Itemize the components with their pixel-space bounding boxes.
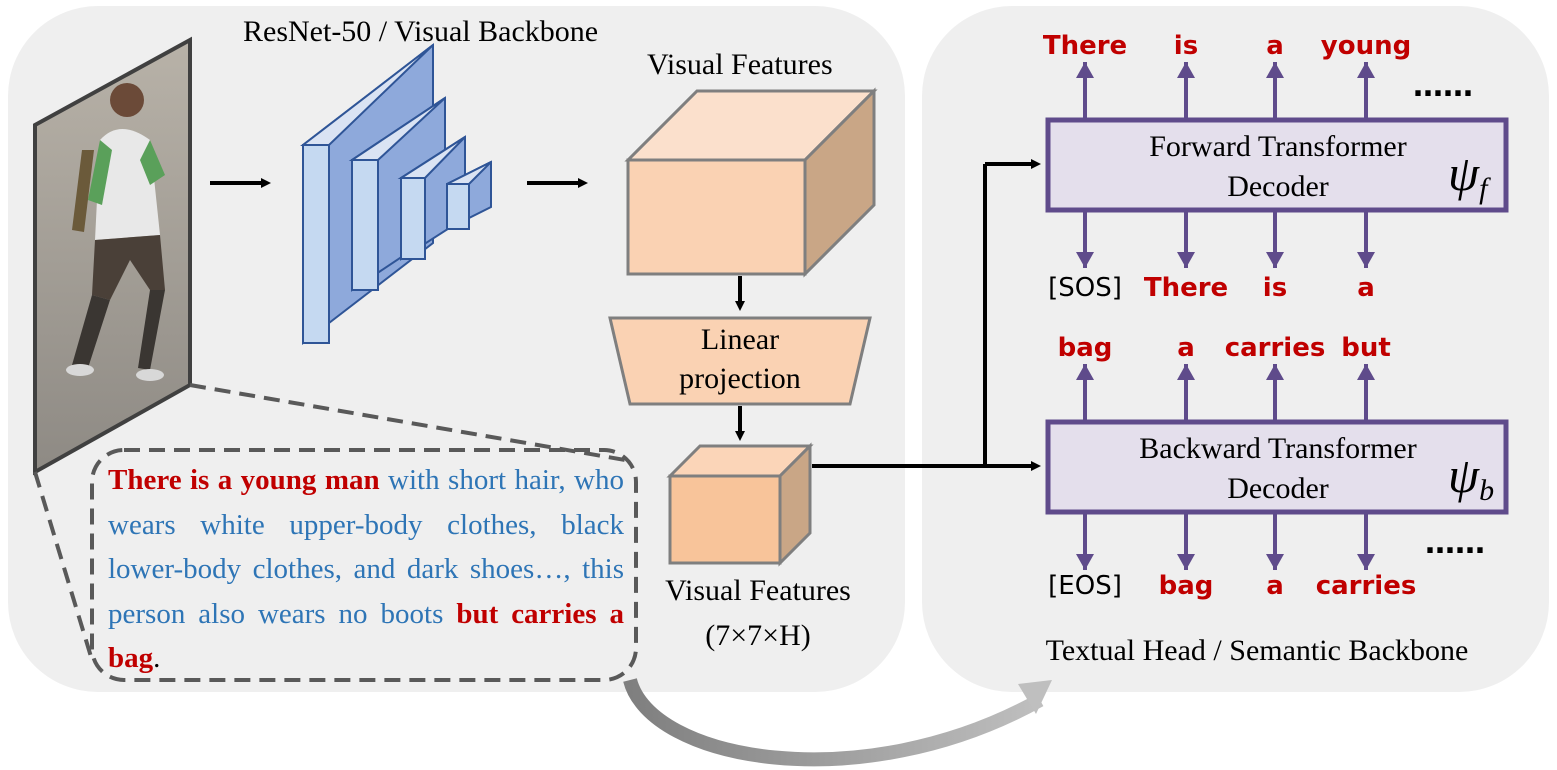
backward-decoder-symbol: ψb <box>1448 447 1494 507</box>
backward-decoder-label-1: Backward Transformer <box>1139 432 1416 465</box>
backward-input-arrow <box>1266 514 1284 570</box>
forward-input-arrow <box>1076 212 1094 268</box>
forward-decoder-label-1: Forward Transformer <box>1149 130 1406 163</box>
forward-output-token: There <box>1043 31 1127 61</box>
backward-output-token: but <box>1341 333 1391 363</box>
pedestrian-image <box>33 36 192 476</box>
projected-features-dims: (7×7×H) <box>705 619 810 652</box>
forward-input-token: is <box>1263 273 1287 303</box>
backward-input-token: bag <box>1159 571 1214 601</box>
backward-output-arrow <box>1076 364 1094 420</box>
forward-decoder-block <box>1045 117 1509 213</box>
forward-input-arrow <box>1177 212 1195 268</box>
projected-features-cube <box>666 442 814 567</box>
caption-highlight-bag: but carries a bag <box>108 597 624 675</box>
backward-input-token: a <box>1266 571 1284 601</box>
caption-period: . <box>153 642 161 674</box>
backward-input-arrow <box>1076 514 1094 570</box>
forward-output-arrow <box>1076 62 1094 118</box>
features-to-decoders-connector <box>812 159 1041 471</box>
backward-output-token: bag <box>1058 333 1113 363</box>
forward-output-token: young <box>1321 31 1411 61</box>
linear-projection-label-2: projection <box>679 362 801 395</box>
forward-output-token: a <box>1266 31 1284 61</box>
backward-output-arrow <box>1357 364 1375 420</box>
backward-decoder-label-2: Decoder <box>1227 472 1329 505</box>
person-description-caption: There is a young man with short hair, wh… <box>90 448 638 678</box>
backward-output-arrow <box>1266 364 1284 420</box>
backward-output-arrow <box>1177 364 1195 420</box>
forward-input-arrow <box>1357 212 1375 268</box>
backward-decoder-block <box>1045 419 1509 515</box>
zoom-line-bottom <box>33 471 94 661</box>
curved-arrow-head <box>1018 680 1052 714</box>
forward-input-token: a <box>1357 273 1375 303</box>
caption-body: with short hair, who wears white upper-b… <box>108 464 624 630</box>
token-layer: There[SOS]bag[EOS]isThereabagaiscarriesa… <box>1043 31 1416 601</box>
backward-input-token: [EOS] <box>1048 571 1122 601</box>
visual-features-title: Visual Features <box>647 48 833 81</box>
linear-projection-label-1: Linear <box>701 323 779 356</box>
forward-input-token: There <box>1144 273 1228 303</box>
projected-features-title: Visual Features <box>665 574 851 607</box>
forward-output-arrow <box>1266 62 1284 118</box>
forward-input-token: [SOS] <box>1048 273 1122 303</box>
forward-ellipsis: …… <box>1413 69 1473 104</box>
forward-input-arrow <box>1266 212 1284 268</box>
forward-decoder-symbol: ψf <box>1448 145 1491 205</box>
forward-output-arrow <box>1357 62 1375 118</box>
backward-output-token: carries <box>1225 333 1326 363</box>
visual-features-cube <box>624 87 878 278</box>
resnet-backbone-blocks <box>300 42 492 346</box>
backward-input-arrow <box>1177 514 1195 570</box>
linear-projection-block <box>608 316 872 406</box>
backward-ellipsis: …… <box>1425 526 1485 561</box>
backbone-title: ResNet-50 / Visual Backbone <box>243 15 598 48</box>
textual-head-title: Textual Head / Semantic Backbone <box>1046 634 1469 667</box>
caption-to-textual-head-arrow <box>623 677 1044 767</box>
forward-output-arrow <box>1177 62 1195 118</box>
backward-input-arrow <box>1357 514 1375 570</box>
backward-output-token: a <box>1177 333 1195 363</box>
caption-highlight-subject: There is a young man <box>108 464 380 496</box>
backward-input-token: carries <box>1316 571 1417 601</box>
forward-decoder-label-2: Decoder <box>1227 170 1329 203</box>
forward-output-token: is <box>1174 31 1198 61</box>
